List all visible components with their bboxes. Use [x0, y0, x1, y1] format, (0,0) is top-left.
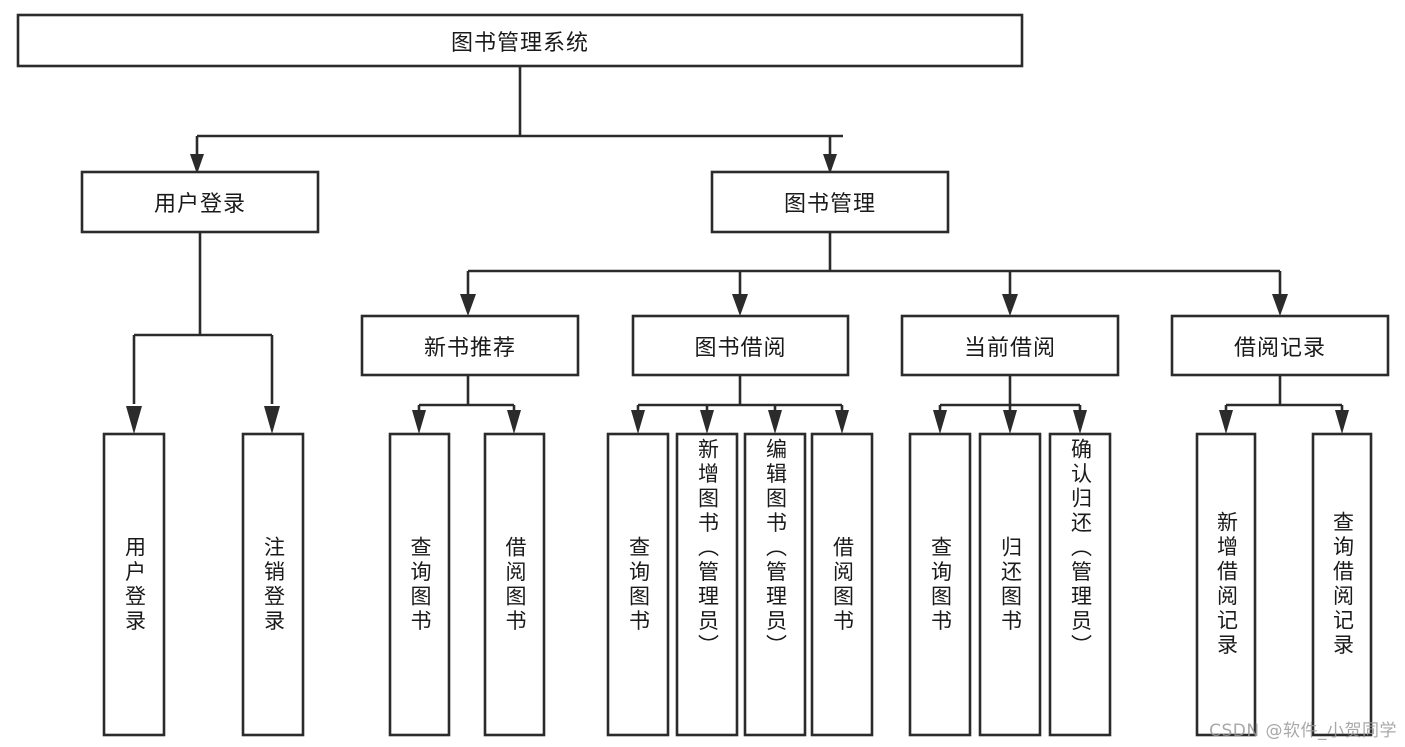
leaf-query-borrow-record[interactable]	[1311, 432, 1373, 737]
connector-user-login-children	[132, 232, 274, 404]
arrow-to-book-manage	[823, 154, 837, 174]
leaf-borrow-book-recommend[interactable]	[483, 432, 546, 737]
leaf-user-login[interactable]	[102, 432, 166, 737]
node-user-login[interactable]	[80, 170, 320, 234]
arrow-to-book-borrow	[732, 294, 748, 316]
csdn-watermark: CSDN @软件_小贺同学	[1209, 721, 1397, 741]
arrow-to-leaf-user-login	[126, 406, 142, 434]
leaf-edit-book-admin[interactable]	[743, 432, 807, 737]
arrow-to-leaf-query-book-2	[631, 410, 645, 434]
node-book-manage[interactable]	[710, 170, 950, 234]
node-current-borrow[interactable]	[900, 314, 1120, 377]
arrow-to-leaf-edit-book	[768, 410, 782, 434]
node-root-system[interactable]	[16, 13, 1024, 68]
connector-borrow-record-children	[1224, 375, 1344, 414]
arrow-to-leaf-logout	[264, 406, 280, 434]
leaf-logout[interactable]	[241, 432, 305, 737]
leaf-query-book-recommend[interactable]	[388, 432, 451, 737]
arrow-to-user-login	[190, 154, 204, 174]
arrow-to-new-book-recommend	[460, 294, 476, 316]
leaf-add-borrow-record[interactable]	[1195, 432, 1257, 737]
arrow-to-leaf-return-book	[1003, 410, 1017, 434]
arrow-to-borrow-record	[1272, 294, 1288, 316]
leaf-confirm-return-admin[interactable]	[1048, 432, 1112, 737]
arrow-to-current-borrow	[1002, 294, 1018, 316]
connector-root-trunk	[195, 66, 843, 162]
connector-book-borrow-children	[636, 375, 844, 414]
leaf-query-book-borrow[interactable]	[606, 432, 670, 737]
node-new-book-recommend[interactable]	[360, 314, 580, 377]
arrow-to-leaf-add-record	[1219, 410, 1233, 434]
arrow-to-leaf-add-book	[700, 410, 714, 434]
connector-current-borrow-children	[938, 375, 1082, 414]
leaf-query-book-current[interactable]	[908, 432, 972, 737]
arrow-to-leaf-query-record	[1335, 410, 1349, 434]
leaf-borrow-book-borrow[interactable]	[810, 432, 874, 737]
arrow-to-leaf-borrow-book-2	[835, 410, 849, 434]
arrow-to-leaf-query-book-3	[933, 410, 947, 434]
arrow-to-leaf-query-book-1	[412, 410, 426, 434]
leaf-return-book[interactable]	[978, 432, 1042, 737]
connector-new-book-recommend-children	[417, 375, 516, 414]
leaf-add-book-admin[interactable]	[675, 432, 739, 737]
arrow-to-leaf-confirm-return	[1073, 410, 1087, 434]
connector-book-manage-children	[466, 232, 1282, 302]
node-borrow-record[interactable]	[1170, 314, 1390, 377]
arrow-to-leaf-borrow-book-1	[507, 410, 521, 434]
node-book-borrow[interactable]	[631, 314, 850, 377]
